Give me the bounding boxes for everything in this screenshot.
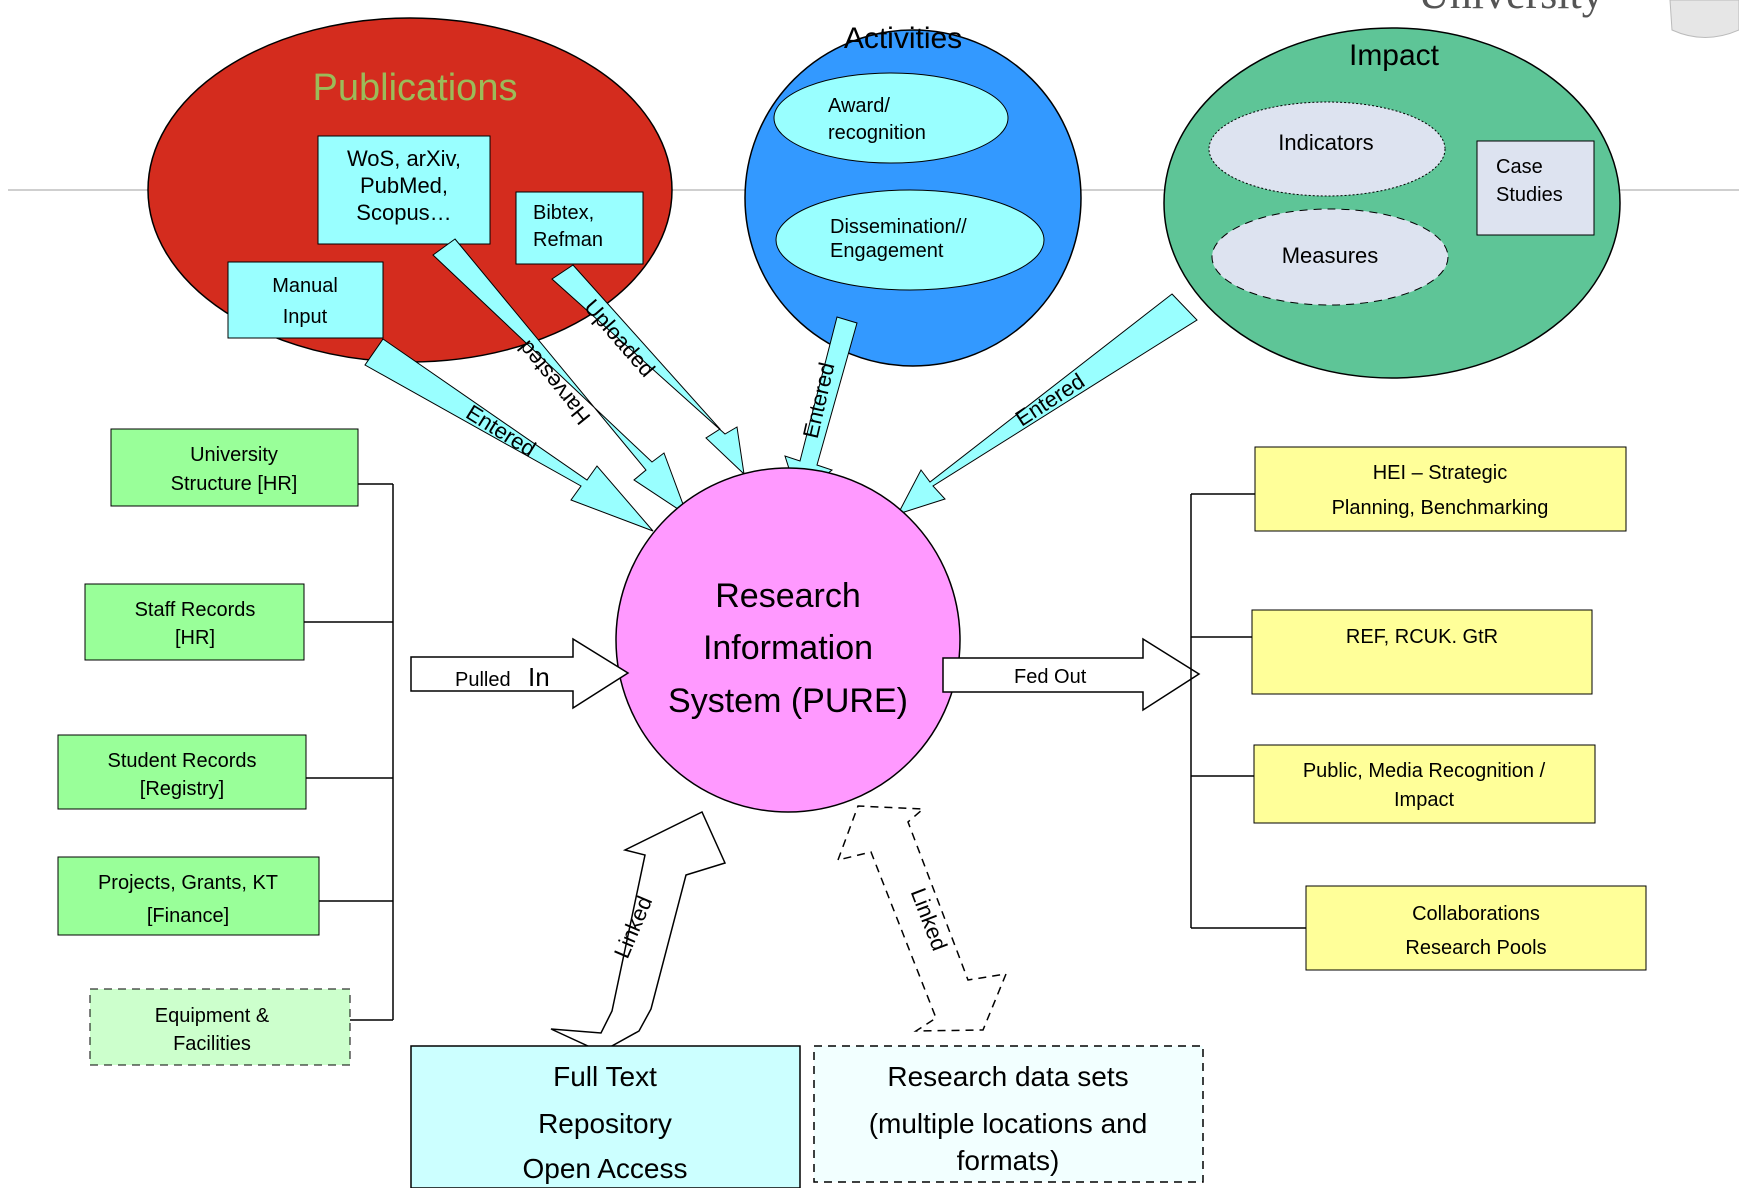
output-ref-line1: REF, RCUK. GtR xyxy=(1346,626,1498,648)
arrow-uploaded-label: Uploaded xyxy=(579,294,660,381)
output-connector-lines xyxy=(1190,493,1306,929)
output-public-line1: Public, Media Recognition / xyxy=(1303,760,1546,782)
impact-case-studies-box xyxy=(1476,140,1595,236)
input-student-line2: [Registry] xyxy=(140,778,224,800)
arrow-entered-impact-label: Entered xyxy=(1011,368,1089,431)
publications-title: Publications xyxy=(313,67,518,109)
input-projects-line1: Projects, Grants, KT xyxy=(98,872,278,894)
source-wos-line2: PubMed, xyxy=(360,173,448,198)
input-university-line1: University xyxy=(190,444,278,466)
datasets-line2: (multiple locations and xyxy=(869,1108,1148,1139)
impact-case-studies-line1: Case xyxy=(1496,156,1543,178)
source-manual-line1: Manual xyxy=(272,275,338,297)
activity-dissemination-line1: Dissemination// xyxy=(830,216,967,238)
output-box-public xyxy=(1253,744,1596,824)
input-box-university-structure xyxy=(110,428,359,507)
output-box-collaborations xyxy=(1305,885,1647,971)
output-public-line2: Impact xyxy=(1394,789,1454,811)
activity-dissemination-line2: Engagement xyxy=(830,240,944,262)
arrow-entered-publications-label: Entered xyxy=(462,400,541,462)
arrow-entered-impact xyxy=(896,293,1198,515)
datasets-box xyxy=(813,1045,1204,1183)
datasets-line3: formats) xyxy=(957,1145,1060,1176)
pure-line2: Information xyxy=(703,629,873,667)
input-equipment-line1: Equipment & xyxy=(155,1005,270,1027)
pure-system-circle xyxy=(615,467,961,813)
arrow-pulled-in xyxy=(410,637,630,710)
impact-measures xyxy=(1211,208,1449,306)
arrow-entered-publications xyxy=(364,338,654,532)
activities-title: Activities xyxy=(844,22,962,55)
arrow-pulled-label-big: In xyxy=(528,662,550,692)
input-student-line1: Student Records xyxy=(108,750,257,772)
source-box-wos xyxy=(317,135,491,245)
activity-dissemination xyxy=(775,189,1045,291)
arrow-linked-repository xyxy=(550,810,727,1053)
activity-award xyxy=(773,72,1009,164)
output-collaborations-line1: Collaborations xyxy=(1412,903,1540,925)
output-box-ref xyxy=(1251,609,1593,695)
input-staff-line2: [HR] xyxy=(175,627,215,649)
impact-indicators xyxy=(1208,101,1446,197)
arrow-harvested xyxy=(432,238,689,517)
pure-line3: System (PURE) xyxy=(668,682,908,720)
impact-indicators-label: Indicators xyxy=(1278,130,1373,155)
arrow-pulled-label: Pulled xyxy=(455,669,511,691)
input-box-projects xyxy=(57,856,320,936)
repository-line3: Open Access xyxy=(523,1153,688,1184)
source-manual-line2: Input xyxy=(283,306,328,328)
output-collaborations-line2: Research Pools xyxy=(1405,937,1546,959)
arrow-harvested-label: Harvested xyxy=(513,336,596,430)
output-box-hei xyxy=(1254,446,1627,532)
input-projects-line2: [Finance] xyxy=(147,905,229,927)
impact-title: Impact xyxy=(1349,39,1440,72)
input-box-equipment xyxy=(89,988,351,1066)
impact-measures-label: Measures xyxy=(1282,243,1379,268)
activity-award-line1: Award/ xyxy=(828,95,890,117)
university-brand-text: University xyxy=(1418,0,1604,18)
input-box-staff-records xyxy=(84,583,305,661)
input-staff-line1: Staff Records xyxy=(135,599,256,621)
arrow-linked-datasets xyxy=(836,805,1008,1032)
source-box-manual xyxy=(227,261,384,339)
repository-box xyxy=(410,1045,801,1188)
impact-case-studies-line2: Studies xyxy=(1496,184,1563,206)
arrow-uploaded xyxy=(551,264,745,476)
arrow-fed-out-label: Fed Out xyxy=(1014,666,1087,688)
repository-line2: Repository xyxy=(538,1108,672,1139)
pure-line1: Research xyxy=(715,577,861,615)
source-wos-line3: Scopus… xyxy=(356,200,451,225)
activity-award-line2: recognition xyxy=(828,122,926,144)
source-wos-line1: WoS, arXiv, xyxy=(347,146,461,171)
input-box-student-records xyxy=(57,734,307,810)
university-logo-icon xyxy=(1669,0,1739,38)
repository-line1: Full Text xyxy=(553,1061,657,1092)
arrow-fed-out xyxy=(942,637,1201,712)
input-university-line2: Structure [HR] xyxy=(171,473,298,495)
source-bibtex-line2: Refman xyxy=(533,229,603,251)
datasets-line1: Research data sets xyxy=(887,1061,1128,1092)
output-hei-line2: Planning, Benchmarking xyxy=(1332,497,1549,519)
source-box-bibtex xyxy=(515,191,644,265)
input-connector-lines xyxy=(304,483,394,1021)
output-hei-line1: HEI – Strategic xyxy=(1373,462,1508,484)
input-equipment-line2: Facilities xyxy=(173,1033,251,1055)
source-bibtex-line1: Bibtex, xyxy=(533,202,594,224)
